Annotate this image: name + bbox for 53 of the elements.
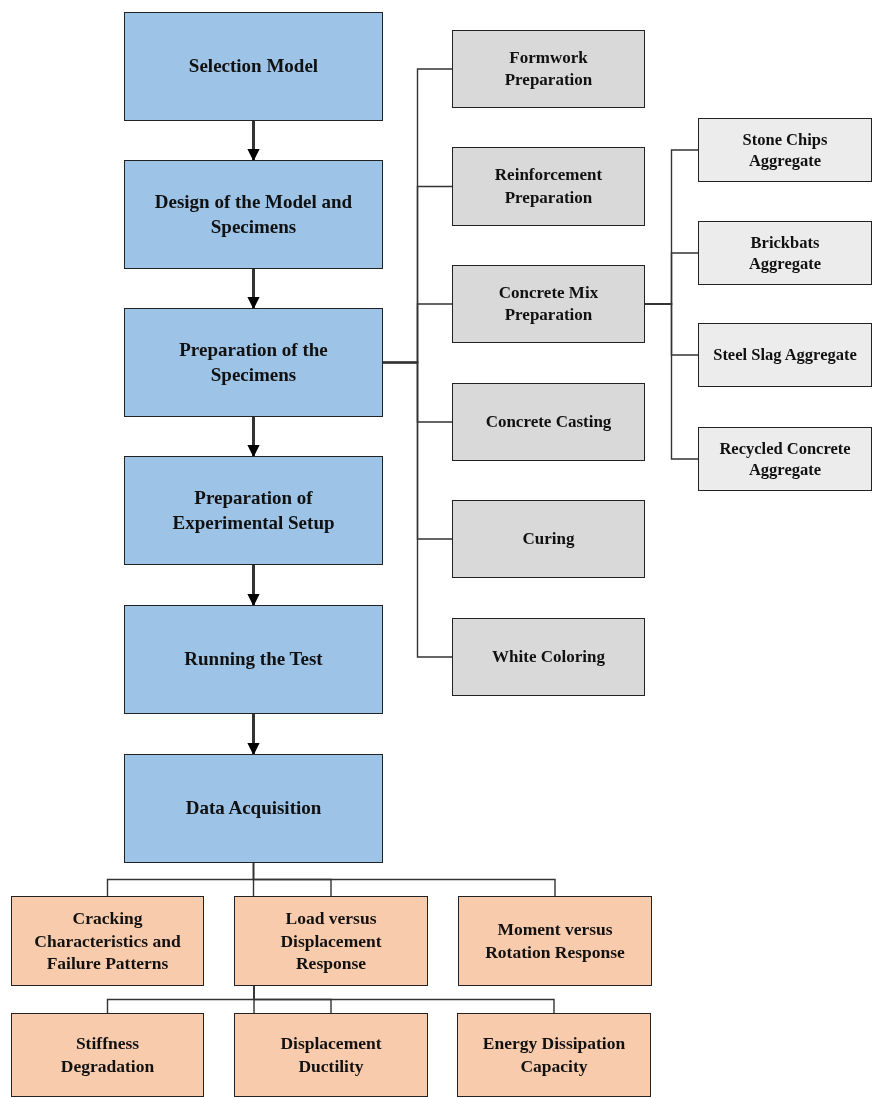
result-box [234, 1013, 428, 1097]
box-label: Moment versus Rotation Response [484, 918, 626, 964]
box-label: Concrete Casting [485, 410, 612, 433]
step-box [452, 147, 645, 226]
box-label: Load versus Displacement Response [279, 906, 383, 976]
box-label: Cracking Characteristics and Failure Patterns [33, 906, 182, 976]
step-box [452, 265, 645, 343]
connector-line [382, 361, 453, 658]
process-box [124, 12, 383, 121]
step-box [452, 618, 645, 696]
material-box [698, 221, 872, 285]
step-box [452, 500, 645, 578]
arrow [247, 714, 260, 756]
connector-line [252, 862, 556, 897]
process-box [124, 605, 383, 714]
result-box [458, 896, 652, 986]
arrow [247, 417, 260, 458]
box-label: Preparation of Experimental Setup [171, 485, 336, 535]
box-label: Stone Chips Aggregate [741, 128, 829, 172]
box-label: Recycled Concrete Aggregate [718, 437, 852, 481]
process-box [124, 160, 383, 269]
box-label: Running the Test [184, 647, 323, 672]
material-box [698, 323, 872, 387]
arrow [247, 269, 260, 310]
box-label: Energy Dissipation Capacity [481, 1032, 627, 1078]
result-box [11, 1013, 204, 1097]
result-box [11, 896, 204, 986]
box-label: Concrete Mix Preparation [497, 281, 600, 326]
result-box [234, 896, 428, 986]
box-label: Formwork Preparation [503, 46, 594, 91]
box-label: Design of the Model and Specimens [153, 189, 354, 239]
box-label: Brickbats Aggregate [747, 231, 823, 275]
process-box [124, 308, 383, 417]
box-label: Steel Slag Aggregate [713, 344, 857, 366]
material-box [698, 118, 872, 182]
box-label: White Coloring [492, 645, 605, 668]
box-label: Curing [522, 527, 575, 550]
result-box [457, 1013, 651, 1097]
step-box [452, 30, 645, 108]
box-label: Preparation of the Specimens [178, 337, 329, 387]
box-label: Selection Model [188, 54, 319, 79]
connector-line [253, 985, 555, 1014]
connector-line [644, 303, 699, 460]
arrow [247, 565, 260, 607]
process-box [124, 754, 383, 863]
box-label: Reinforcement Preparation [493, 164, 604, 209]
step-box [452, 383, 645, 461]
box-label: Stiffness Degradation [59, 1032, 156, 1078]
arrow [247, 121, 260, 162]
box-label: Displacement Ductility [279, 1032, 383, 1078]
box-label: Data Acquisition [185, 796, 322, 821]
process-box [124, 456, 383, 565]
material-box [698, 427, 872, 491]
